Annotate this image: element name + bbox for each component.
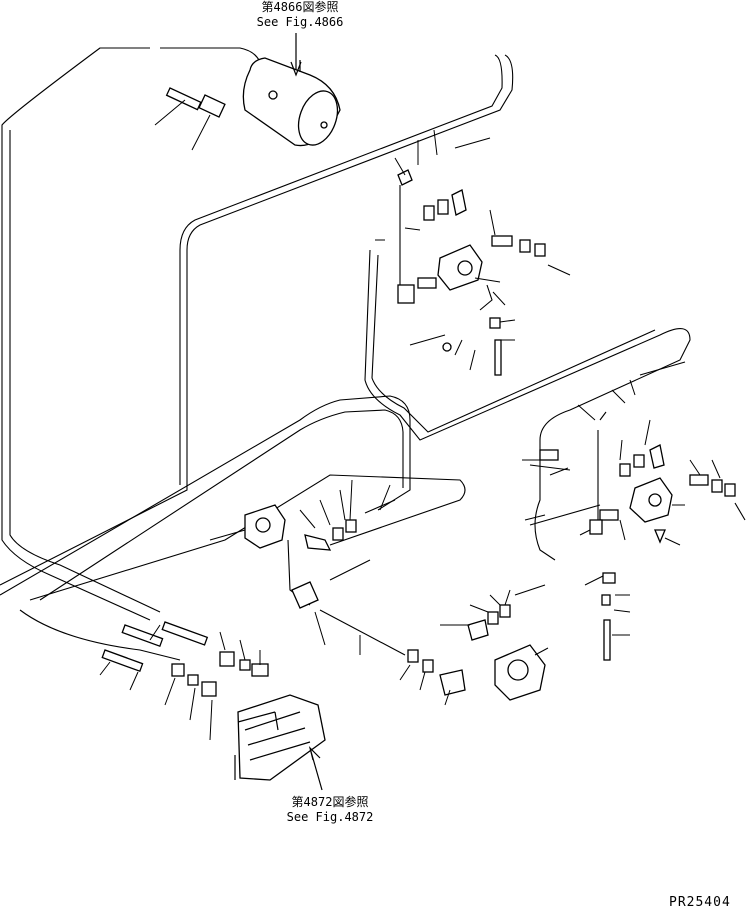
lower-left-fittings bbox=[99, 621, 269, 741]
reference-fig-4866: 第4866図参照 See Fig.4866 bbox=[235, 0, 365, 30]
pipe-right-loop bbox=[364, 249, 691, 561]
pipe-left-loop bbox=[1, 47, 263, 621]
bracket-icon bbox=[234, 694, 326, 781]
reference-jp: 第4872図参照 bbox=[291, 795, 369, 809]
pipe-diagonal-main bbox=[0, 54, 514, 586]
reference-jp: 第4866図参照 bbox=[261, 0, 339, 14]
pipe-lower-a bbox=[0, 395, 411, 596]
tank-fitting bbox=[154, 87, 226, 151]
reference-en: See Fig.4872 bbox=[286, 810, 374, 824]
arrow-icon bbox=[308, 746, 323, 791]
pipe-left-loop-inner bbox=[9, 130, 161, 613]
reference-fig-4872: 第4872図参照 See Fig.4872 bbox=[265, 795, 395, 825]
air-tank-icon bbox=[242, 57, 341, 147]
valve-block-icon bbox=[375, 129, 571, 376]
valve-block-icon bbox=[522, 361, 746, 661]
pipe-right-lower bbox=[524, 504, 601, 526]
pipe-lower-b bbox=[39, 409, 404, 601]
pipe-lower-c bbox=[19, 474, 466, 661]
relay-valve-icon bbox=[209, 479, 434, 691]
reference-en: See Fig.4866 bbox=[256, 15, 344, 29]
part-number: PR25404 bbox=[669, 895, 731, 910]
relay-valve-icon bbox=[439, 584, 549, 706]
arrow-icon bbox=[290, 33, 302, 77]
